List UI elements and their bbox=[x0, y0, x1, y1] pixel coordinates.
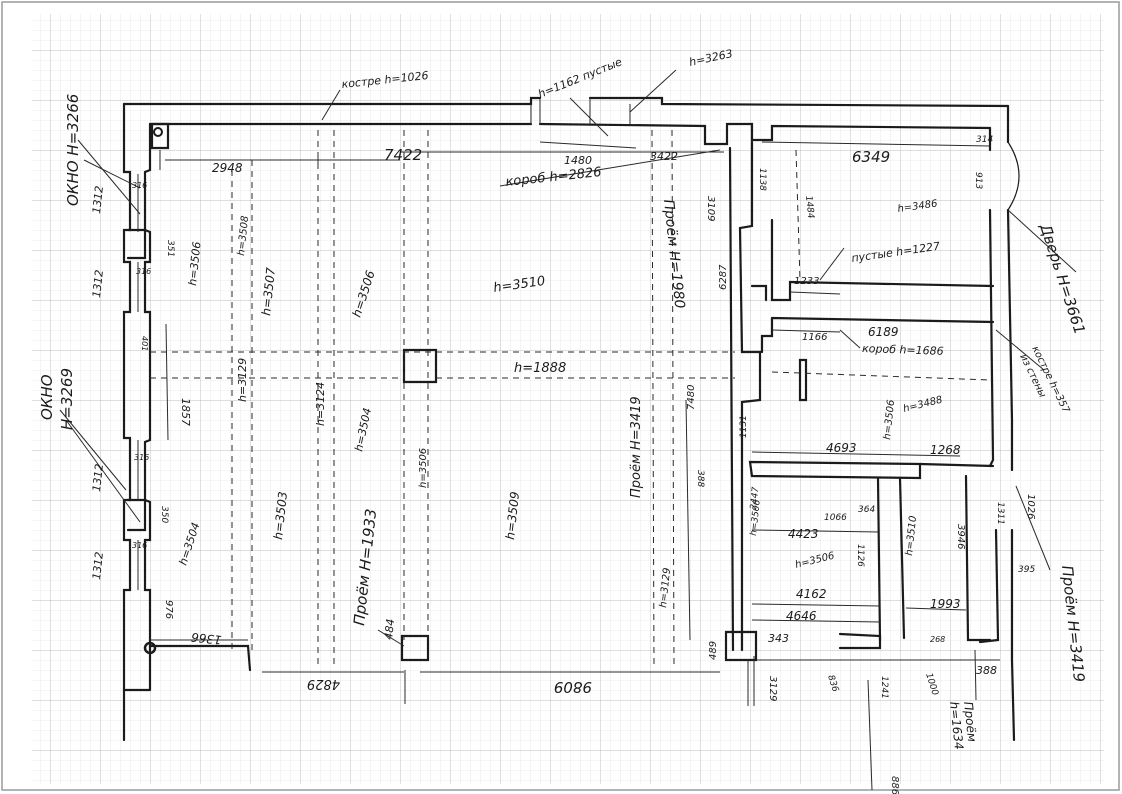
dim-3946: 3946 bbox=[955, 524, 966, 549]
height-mark: h=3508 bbox=[236, 215, 251, 256]
dimension-numbers: 7422 2948 6349 1480 3422 4693 1268 4423 … bbox=[90, 135, 1036, 794]
height-mark: h=3506 bbox=[186, 241, 204, 286]
dashed-lines bbox=[150, 129, 991, 669]
dim-1311: 1311 bbox=[995, 502, 1005, 525]
dim-4423: 4423 bbox=[788, 527, 819, 541]
dim-2948: 2948 bbox=[212, 161, 243, 175]
dim-9809: 9809 bbox=[554, 678, 592, 696]
dim-316-b: 316 bbox=[136, 267, 151, 276]
height-mark: h=1888 bbox=[514, 361, 566, 376]
dim-1126: 1126 bbox=[855, 544, 865, 567]
dim-343: 343 bbox=[768, 632, 789, 645]
dim-316-a: 316 bbox=[132, 181, 147, 190]
height-mark: h=3124 bbox=[314, 382, 327, 426]
dim-351: 351 bbox=[165, 240, 175, 257]
dim-1268: 1268 bbox=[930, 443, 961, 457]
dimension-lines bbox=[137, 141, 1000, 791]
height-mark: h=3506 bbox=[882, 399, 897, 440]
dim-6349: 6349 bbox=[852, 148, 890, 166]
dim-1480: 1480 bbox=[564, 154, 592, 167]
height-mark: h=3510 bbox=[904, 515, 919, 556]
dim-1138: 1138 bbox=[757, 168, 767, 191]
dim-3129: 3129 bbox=[767, 676, 778, 701]
height-mark: h=3129 bbox=[236, 358, 249, 402]
height-mark: h=3507 bbox=[259, 267, 278, 317]
dim-1857: 1857 bbox=[179, 398, 192, 426]
height-mark: h=3506 bbox=[749, 499, 763, 536]
dim-484: 484 bbox=[382, 618, 397, 640]
leader-lines bbox=[59, 69, 1077, 647]
dim-316-d: 316 bbox=[132, 541, 147, 550]
dim-268: 268 bbox=[930, 635, 945, 644]
inner-walls bbox=[126, 122, 995, 662]
graph-paper bbox=[32, 14, 1104, 784]
dim-364: 364 bbox=[858, 505, 875, 515]
dim-2447: 2447 bbox=[749, 486, 761, 510]
dim-7422: 7422 bbox=[384, 146, 422, 164]
dim-1993: 1993 bbox=[930, 597, 961, 611]
height-mark: h=3506 bbox=[418, 448, 429, 488]
dim-316-c: 316 bbox=[134, 453, 149, 462]
dim-388: 388 bbox=[976, 664, 997, 677]
dim-489: 489 bbox=[708, 641, 719, 660]
window-label-mid-2: H=3269 bbox=[58, 368, 76, 430]
height-mark: h=3503 bbox=[271, 491, 290, 540]
dim-3109: 3109 bbox=[705, 196, 716, 221]
height-mark: h=3509 bbox=[503, 491, 522, 540]
dim-1066: 1066 bbox=[824, 513, 847, 523]
dim-388b: 388 bbox=[695, 470, 705, 487]
opening-label-bottom-1: Проём bbox=[961, 701, 979, 743]
opening-label-center2: Проём H=3419 bbox=[629, 396, 644, 498]
dim-6189: 6189 bbox=[868, 325, 899, 339]
pipe-label-mid2: короб h=1686 bbox=[862, 342, 944, 358]
dim-7480: 7480 bbox=[686, 385, 697, 410]
dim-3422: 3422 bbox=[650, 150, 678, 163]
window-label-mid-1: ОКНО bbox=[38, 374, 56, 420]
dim-1366: 1366 bbox=[190, 630, 222, 647]
dim-6287: 6287 bbox=[718, 264, 729, 290]
dim-395: 395 bbox=[1018, 565, 1035, 575]
dim-1026: 1026 bbox=[1025, 494, 1036, 519]
outer-walls bbox=[122, 96, 1016, 742]
dim-1166: 1166 bbox=[802, 332, 827, 343]
dim-4829: 4829 bbox=[307, 676, 340, 691]
dim-886: 886 bbox=[889, 776, 900, 794]
dim-350: 350 bbox=[159, 506, 169, 523]
window-label-top: ОКНО H=3266 bbox=[64, 94, 82, 206]
height-mark: h=3510 bbox=[492, 274, 546, 296]
dim-4162: 4162 bbox=[796, 587, 827, 601]
dim-976: 976 bbox=[163, 600, 174, 619]
opening-label-bottom-2: h=1634 bbox=[947, 701, 966, 750]
dim-1233: 1233 bbox=[794, 276, 819, 287]
dim-4693: 4693 bbox=[826, 441, 857, 455]
dim-1312-a: 1312 bbox=[90, 185, 106, 214]
dim-314: 314 bbox=[976, 135, 993, 145]
height-mark: h=3129 bbox=[658, 567, 673, 608]
dim-1312-c: 1312 bbox=[90, 463, 106, 492]
height-marks: h=3507 h=3506 h=3510 h=1888 h=3129 h=312… bbox=[176, 198, 943, 608]
dim-1312-b: 1312 bbox=[90, 269, 106, 298]
dim-401: 401 bbox=[140, 336, 149, 351]
dim-1484: 1484 bbox=[803, 195, 815, 219]
dim-1131: 1131 bbox=[739, 415, 749, 438]
dim-1241: 1241 bbox=[879, 676, 889, 699]
dim-1312-d: 1312 bbox=[90, 551, 106, 580]
dim-4646: 4646 bbox=[786, 609, 817, 623]
dim-913: 913 bbox=[973, 172, 983, 189]
